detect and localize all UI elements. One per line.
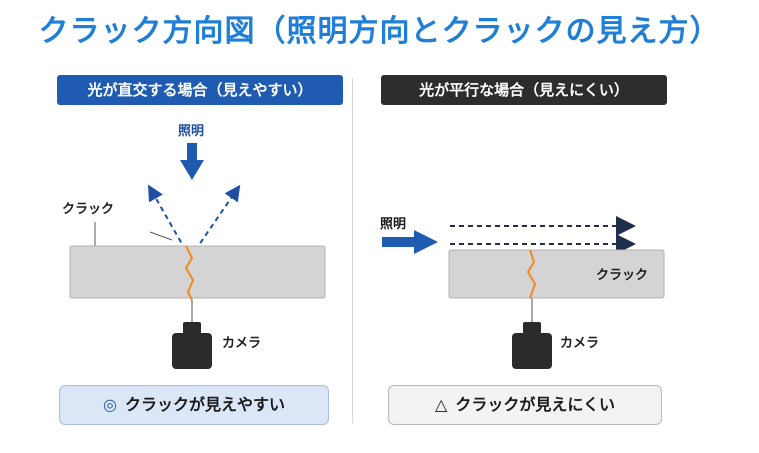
right-crack-line <box>526 249 537 299</box>
panel-divider <box>352 78 353 423</box>
right-result-box: △ クラックが見えにくい <box>388 385 662 425</box>
right-illumination-arrow <box>382 230 438 254</box>
left-crack-label: クラック <box>62 202 114 217</box>
double-circle-icon: ◎ <box>103 395 117 414</box>
left-panel-header: 光が直交する場合（見えやすい） <box>57 75 343 105</box>
triangle-icon: △ <box>435 395 448 414</box>
left-camera-label: カメラ <box>222 336 261 351</box>
right-camera-label: カメラ <box>560 336 599 351</box>
right-result-text: クラックが見えにくい <box>455 395 615 414</box>
left-result-text: クラックが見えやすい <box>124 395 285 414</box>
right-camera-icon <box>512 298 552 369</box>
right-illumination-label: 照明 <box>380 217 406 232</box>
left-result-box: ◎ クラックが見えやすい <box>59 385 329 425</box>
left-illumination-label: 照明 <box>178 124 204 139</box>
right-panel-header: 光が平行な場合（見えにくい） <box>381 75 667 105</box>
page-title: クラック方向図（照明方向とクラックの見え方） <box>38 14 721 49</box>
left-crack-line <box>184 245 195 301</box>
left-camera-icon <box>172 300 212 369</box>
right-specimen-plate <box>448 249 665 299</box>
left-illumination-arrow <box>180 143 204 180</box>
right-crack-label: クラック <box>596 268 648 283</box>
left-specimen-plate <box>69 245 326 299</box>
